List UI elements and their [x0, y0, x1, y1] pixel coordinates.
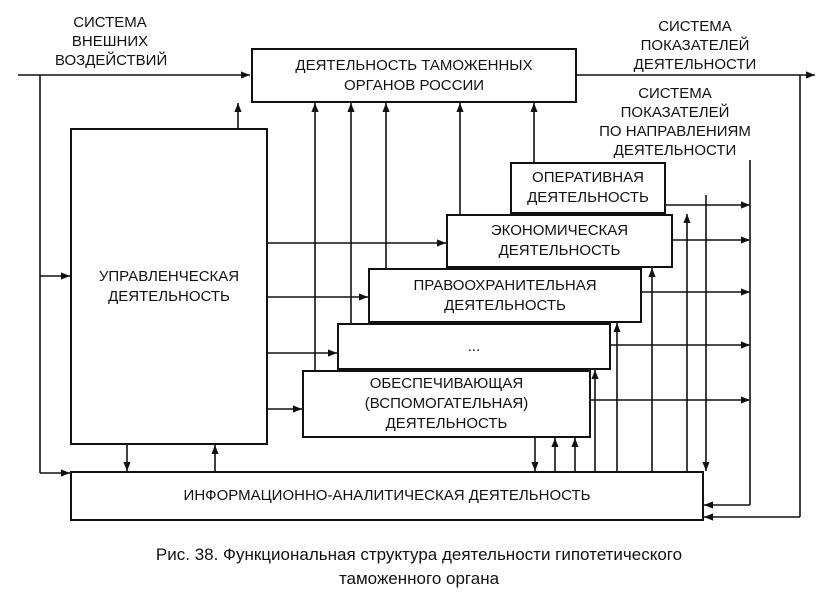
box-economic-activity: ЭКОНОМИЧЕСКАЯ ДЕЯТЕЛЬНОСТЬ: [446, 214, 673, 268]
box-customs-activity-russia: ДЕЯТЕЛЬНОСТЬ ТАМОЖЕННЫХ ОРГАНОВ РОССИИ: [251, 48, 577, 103]
box-operational-activity: ОПЕРАТИВНАЯ ДЕЯТЕЛЬНОСТЬ: [510, 162, 666, 214]
box-management-activity-text: УПРАВЛЕНЧЕСКАЯ ДЕЯТЕЛЬНОСТЬ: [98, 267, 240, 305]
figure-caption-line2: таможенного органа: [338, 569, 500, 588]
box-other-activity-text: ...: [467, 337, 481, 355]
box-management-activity: УПРАВЛЕНЧЕСКАЯ ДЕЯТЕЛЬНОСТЬ: [70, 128, 268, 445]
box-support-activity-text: ОБЕСПЕЧИВАЮЩАЯ (ВСПОМОГАТЕЛЬНАЯ) ДЕЯТЕЛЬ…: [364, 375, 529, 432]
label-activity-indicators: СИСТЕМА ПОКАЗАТЕЛЕЙ ДЕЯТЕЛЬНОСТИ: [633, 18, 757, 73]
figure-caption-line1: Рис. 38. Функциональная структура деятел…: [155, 545, 683, 564]
label-external-impacts: СИСТЕМА ВНЕШНИХ ВОЗДЕЙСТВИЙ: [55, 14, 168, 69]
box-information-analytical-activity: ИНФОРМАЦИОННО-АНАЛИТИЧЕСКАЯ ДЕЯТЕЛЬНОСТЬ: [70, 471, 704, 521]
box-economic-activity-text: ЭКОНОМИЧЕСКАЯ ДЕЯТЕЛЬНОСТЬ: [490, 222, 629, 259]
label-indicators-by-direction: СИСТЕМА ПОКАЗАТЕЛЕЙ ПО НАПРАВЛЕНИЯМ ДЕЯТ…: [599, 85, 751, 159]
box-customs-activity-russia-text: ДЕЯТЕЛЬНОСТЬ ТАМОЖЕННЫХ ОРГАНОВ РОССИИ: [295, 56, 533, 94]
box-other-activity: ...: [337, 323, 611, 370]
box-support-activity: ОБЕСПЕЧИВАЮЩАЯ (ВСПОМОГАТЕЛЬНАЯ) ДЕЯТЕЛЬ…: [302, 370, 591, 438]
box-operational-activity-text: ОПЕРАТИВНАЯ ДЕЯТЕЛЬНОСТЬ: [527, 169, 649, 206]
box-law-enforcement-activity: ПРАВООХРАНИТЕЛЬНАЯ ДЕЯТЕЛЬНОСТЬ: [368, 268, 642, 323]
box-law-enforcement-activity-text: ПРАВООХРАНИТЕЛЬНАЯ ДЕЯТЕЛЬНОСТЬ: [413, 276, 597, 314]
box-information-analytical-activity-text: ИНФОРМАЦИОННО-АНАЛИТИЧЕСКАЯ ДЕЯТЕЛЬНОСТЬ: [183, 487, 591, 504]
